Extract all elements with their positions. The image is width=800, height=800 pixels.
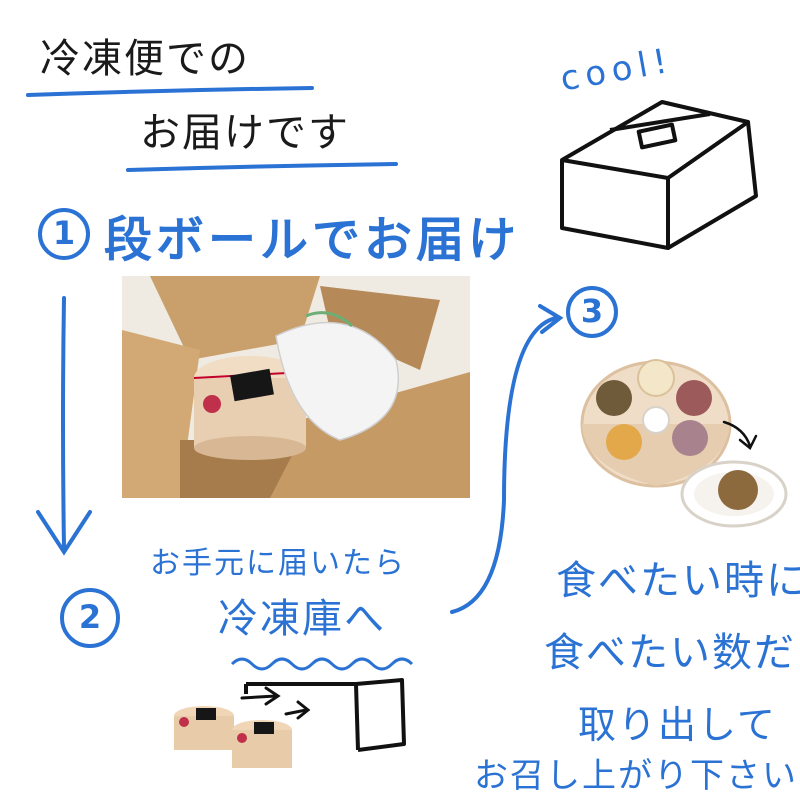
curved-arrow: [450, 304, 564, 614]
step1-number: 1: [52, 214, 76, 252]
photo-sweets-box: [580, 359, 732, 488]
title-underline-1: [26, 86, 314, 97]
step1-circle: [38, 208, 90, 260]
container-2: [232, 720, 292, 768]
step2-number: 2: [78, 598, 102, 636]
wavy-underline: [230, 657, 414, 671]
caption-line-3: 取り出して: [578, 703, 777, 747]
cool-box-sketch: [560, 100, 758, 250]
move-arrows: [240, 686, 311, 720]
down-arrow: [36, 296, 92, 556]
photo-plate: [680, 460, 788, 528]
caption-line-4: お召し上がり下さい: [474, 756, 798, 796]
caption-line-2: 食べたい数だけ: [544, 630, 800, 676]
freezer-sketch: [244, 678, 406, 752]
step2-label-line2: 冷凍庫へ: [218, 596, 386, 642]
step1-label: 段ボールでお届け: [104, 212, 521, 268]
title-underline-2: [126, 162, 398, 172]
photo-cardboard-box: [122, 276, 470, 498]
title-line-1: 冷凍便での: [40, 36, 250, 82]
plate-arrow: [722, 420, 758, 450]
caption-line-1: 食べたい時に: [556, 558, 800, 604]
step3-circle: [566, 286, 618, 338]
step3-number: 3: [580, 292, 604, 330]
step2-circle: [60, 588, 120, 648]
container-1: [174, 706, 234, 750]
title-line-2: お届けです: [140, 110, 350, 156]
step2-label-line1: お手元に届いたら: [150, 546, 406, 581]
